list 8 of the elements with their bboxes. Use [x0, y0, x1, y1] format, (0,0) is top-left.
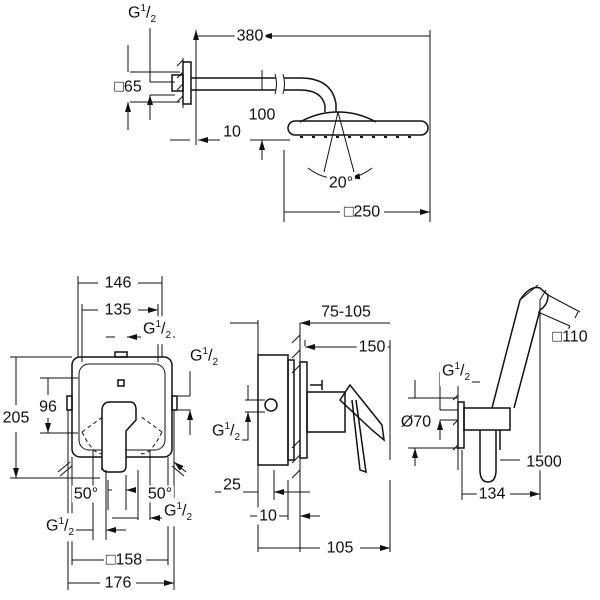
angle-label: 50°	[146, 486, 174, 502]
dimension-label: 25	[221, 476, 243, 494]
thread-size-label: G$^{1}$/$_{2}$	[162, 498, 194, 526]
thread-size-label: G$^{1}$/$_{2}$	[44, 513, 76, 541]
dimension-label: 1500	[524, 454, 564, 470]
dimension-label: 10	[257, 508, 279, 524]
thread-size-label: G$^{1}$/$_{2}$	[140, 316, 174, 344]
angle-label: 50°	[72, 486, 100, 502]
